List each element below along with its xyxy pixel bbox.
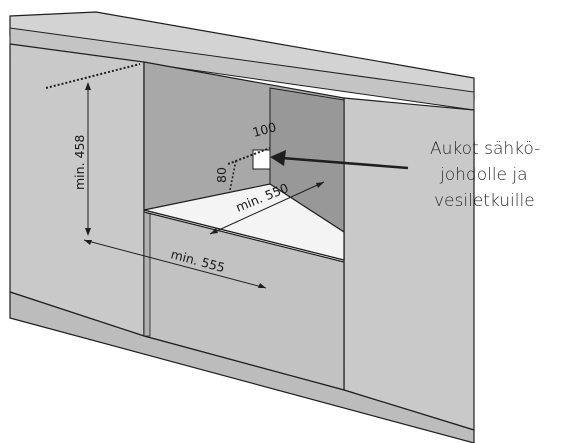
niche-floor xyxy=(143,183,345,261)
callout-line-2: johdolle ja xyxy=(439,165,528,185)
callout-arrow xyxy=(270,150,409,170)
callout-line-1: Aukot sähkö- xyxy=(430,139,540,159)
cable-opening xyxy=(252,149,271,170)
drawer-front xyxy=(143,211,345,391)
opening-height-label: 80 xyxy=(214,167,229,183)
height-dimension: min. 458 xyxy=(45,63,141,236)
callout-text: Aukot sähkö- johdolle ja vesiletkuille xyxy=(430,139,540,211)
callout-line-3: vesiletkuille xyxy=(434,191,535,211)
plinth xyxy=(9,291,475,443)
height-dimension-label: min. 458 xyxy=(72,135,87,190)
opening-width-label: 100 xyxy=(251,119,278,140)
opening-dimensions: 100 80 xyxy=(214,119,278,191)
countertop xyxy=(9,11,475,111)
